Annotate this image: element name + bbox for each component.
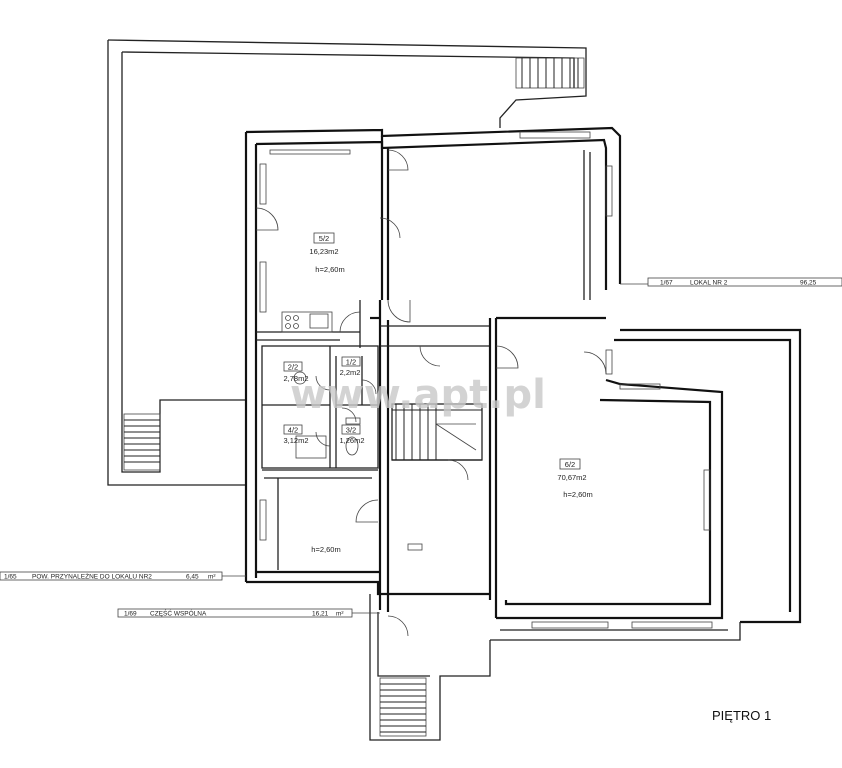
legend-value: 16,21: [312, 611, 329, 618]
interior-walls: [256, 131, 713, 629]
legend-code: 1/69: [124, 611, 137, 618]
legend-text: CZĘŚĆ WSPÓLNA: [150, 609, 207, 618]
room-3-label: 3/2 1,26m2: [339, 424, 365, 445]
legend-value: 6,45: [186, 574, 199, 581]
floor-label: PIĘTRO 1: [712, 708, 771, 723]
legend-bar-lokal: 1/67 LOKAL NR 2 96,25: [620, 277, 842, 287]
room-height: h=2,60m: [311, 545, 340, 554]
room-height: h=2,60m: [315, 265, 344, 274]
room-height: h=2,60m: [563, 490, 592, 499]
stairs-left: [123, 413, 161, 471]
terrace-outline: [107, 39, 587, 486]
legend-text: POW. PRZYNALEŻNE DO LOKALU NR2: [32, 572, 152, 581]
room-lower-left-label: h=2,60m: [311, 545, 340, 554]
legend-unit: m²: [208, 574, 216, 581]
legend-text: LOKAL NR 2: [690, 280, 728, 287]
doors: [255, 149, 607, 637]
room-area: 2,78m2: [283, 374, 308, 383]
room-number: 1/2: [346, 358, 356, 367]
legend-value: 96,25: [800, 280, 817, 287]
room-area: 3,12m2: [283, 436, 308, 445]
corridor-mark: [407, 543, 423, 551]
room-area: 1,26m2: [339, 436, 364, 445]
watermark: www.apt.pl: [290, 372, 546, 418]
room-number: 5/2: [319, 234, 329, 243]
room-1-label: 1/2 2,2m2: [340, 356, 361, 377]
room-5-label: 5/2 16,23m2 h=2,60m: [309, 232, 345, 274]
legend-code: 1/67: [660, 280, 673, 287]
room-number: 6/2: [565, 460, 575, 469]
room-area: 16,23m2: [309, 247, 338, 256]
legend-bar-przynalezne: 1/65 POW. PRZYNALEŻNE DO LOKALU NR2 6,45…: [0, 572, 246, 581]
room-6-label: 6/2 70,67m2 h=2,60m: [557, 458, 593, 499]
room-2-label: 2/2 2,78m2: [283, 361, 309, 383]
room-area: 2,2m2: [340, 368, 361, 377]
room-area: 70,67m2: [557, 473, 586, 482]
legend-code: 1/65: [4, 574, 17, 581]
legend-bar-wspolna: 1/69 CZĘŚĆ WSPÓLNA 16,21 m²: [117, 609, 380, 618]
room-number: 3/2: [346, 426, 356, 435]
room-number: 2/2: [288, 363, 298, 372]
room-number: 4/2: [288, 426, 298, 435]
entrance-stairs: [369, 594, 491, 741]
legend-unit: m²: [336, 611, 344, 618]
room-4-label: 4/2 3,12m2: [283, 424, 309, 445]
stairs-top-right: [515, 57, 585, 89]
